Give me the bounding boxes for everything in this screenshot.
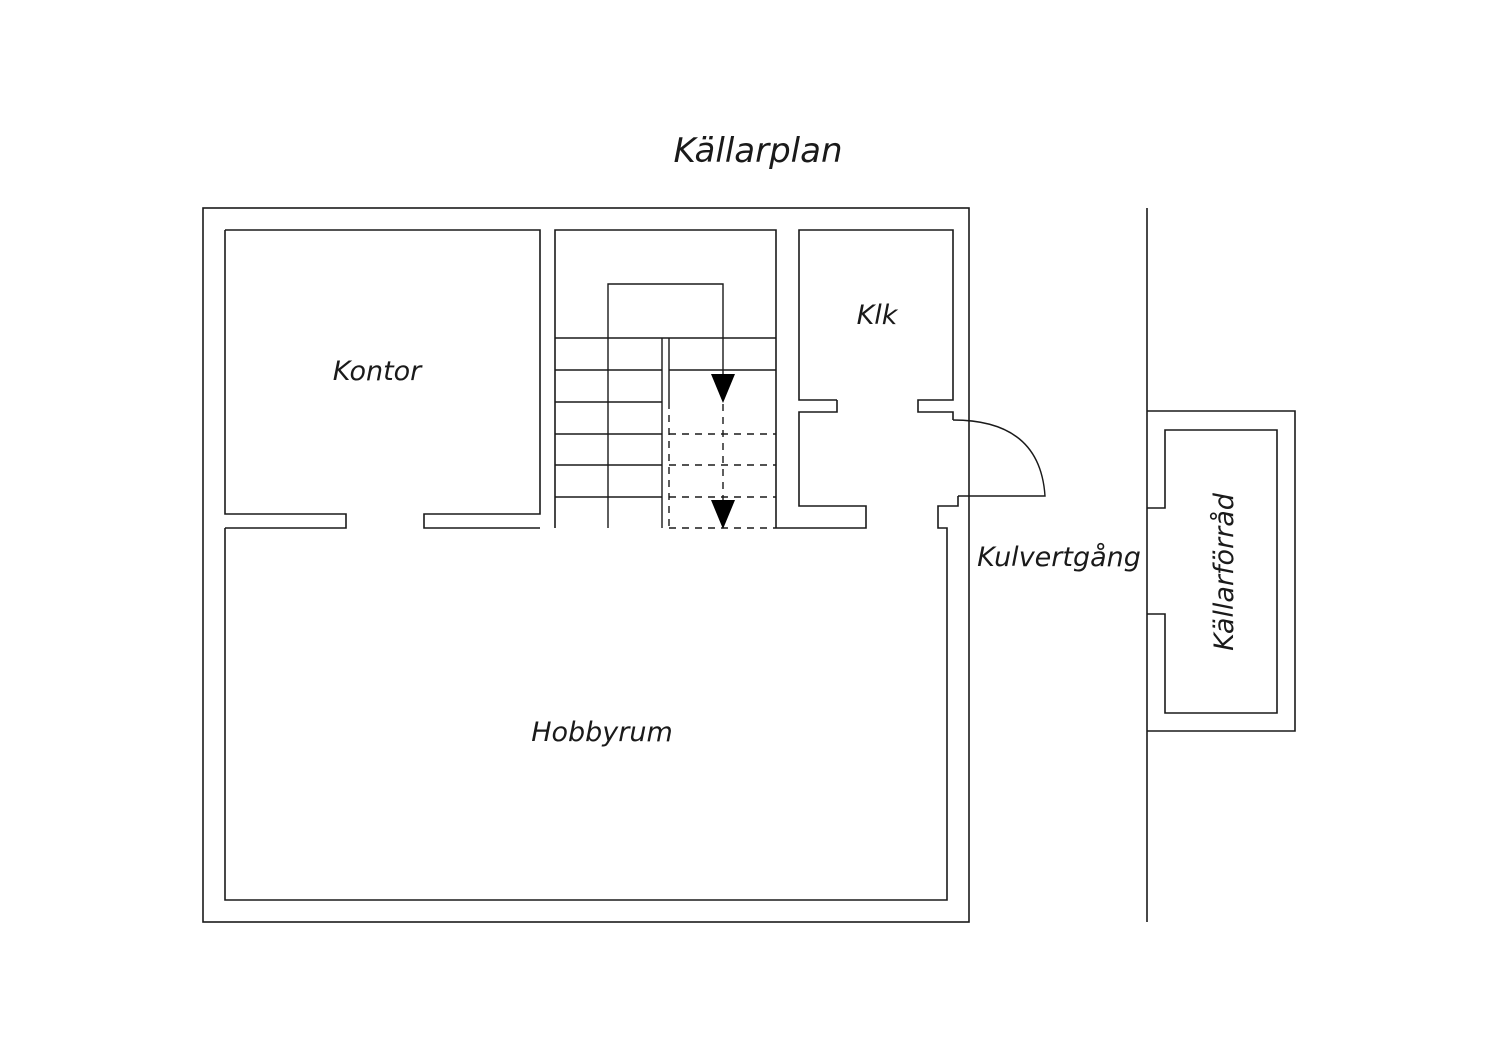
- klk-room-wall: [776, 229, 954, 529]
- kontor-room-wall: [224, 229, 541, 529]
- room-label-kallarforrad: Källarförråd: [1209, 492, 1240, 651]
- stair-flight-left: [555, 337, 776, 528]
- plan-title: Källarplan: [673, 131, 842, 171]
- kallarforrad-outer-wall: [1147, 410, 1296, 732]
- room-label-hobbyrum: Hobbyrum: [531, 717, 673, 748]
- arrow-down-icon: [711, 374, 735, 403]
- room-label-kontor: Kontor: [333, 356, 423, 387]
- arrow-down-icon: [711, 500, 735, 529]
- door-swing: [952, 419, 1046, 497]
- kallarforrad-inner-wall: [1147, 429, 1278, 714]
- room-label-kulvertgang: Kulvertgång: [977, 542, 1141, 573]
- hobbyrum-room-wall: [224, 496, 959, 901]
- stair-landing: [607, 283, 724, 338]
- outer-wall: [202, 207, 970, 923]
- stair-enclosure-wall: [554, 229, 777, 528]
- room-label-klk: Klk: [857, 300, 899, 331]
